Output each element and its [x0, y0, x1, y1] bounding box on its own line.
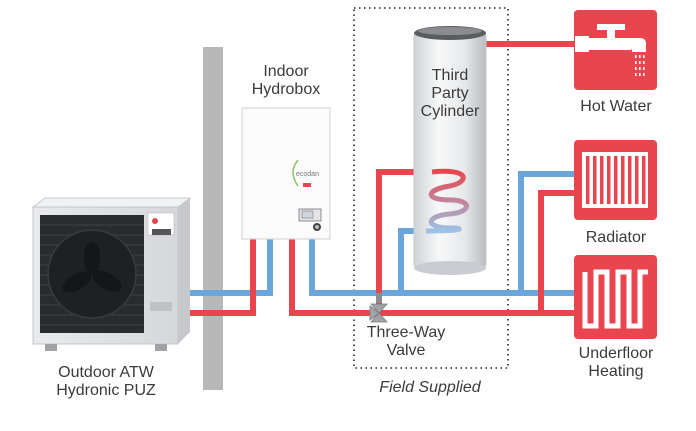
- indoor-hydrobox: ecodan: [241, 107, 331, 240]
- pipe-blue-main: [309, 238, 574, 296]
- field-supplied-box: [353, 7, 509, 369]
- radiator-tile: [574, 140, 657, 220]
- third-party-cylinder: [413, 26, 487, 275]
- wall: [203, 47, 223, 390]
- three-way-valve-icon: [369, 293, 388, 323]
- pipes: [178, 41, 575, 316]
- underfloor-tile: [574, 255, 657, 339]
- coil-icon: [425, 168, 469, 234]
- hot-water-label: Hot Water: [580, 98, 652, 115]
- hot-water-tile: [574, 10, 657, 90]
- field-supplied-label: Field Supplied: [379, 379, 481, 396]
- pipe-blue-outdoor: [178, 238, 273, 296]
- pipe-red-main: [289, 238, 574, 316]
- radiator-label: Radiator: [585, 229, 647, 246]
- ecodan-logo: ecodan: [296, 171, 319, 178]
- pipe-red-outdoor: [178, 238, 256, 316]
- underfloor-icon: [582, 269, 648, 329]
- pipe-blue-radiator: [518, 171, 574, 293]
- fan-icon: [62, 242, 122, 293]
- radiator-icon: [582, 152, 648, 208]
- pipe-red-radiator: [538, 190, 574, 313]
- outdoor-unit: [31, 197, 192, 351]
- tap-icon: [575, 24, 646, 76]
